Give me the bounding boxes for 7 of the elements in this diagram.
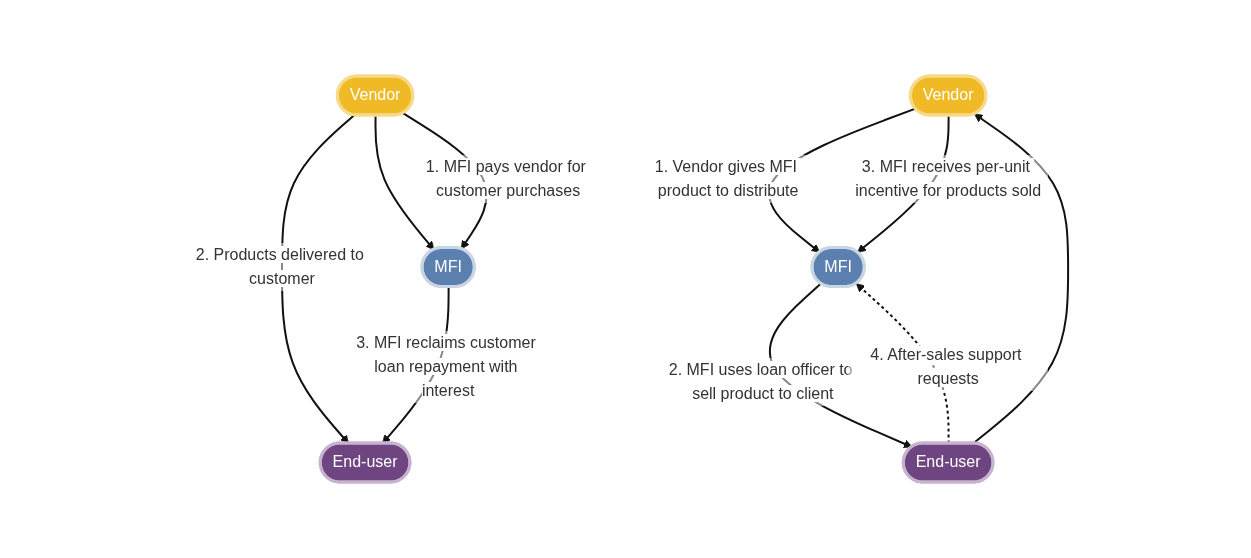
edge-label: 2. MFI uses loan officer to sell product to client <box>669 361 853 403</box>
edge-label: 1. MFI pays vendor for customer purchases <box>426 158 587 199</box>
edge-label: 1. Vendor gives MFI product to distribute <box>655 158 799 199</box>
edge-label: 4. After-sales support requests <box>870 345 1022 387</box>
edge-label: 3. MFI reclaims customer loan repayment with interest <box>356 333 537 399</box>
edge-label: 2. Products delivered to customer <box>196 245 365 287</box>
edge-label: 3. MFI receives per-unit incentive for products sold <box>855 158 1042 199</box>
